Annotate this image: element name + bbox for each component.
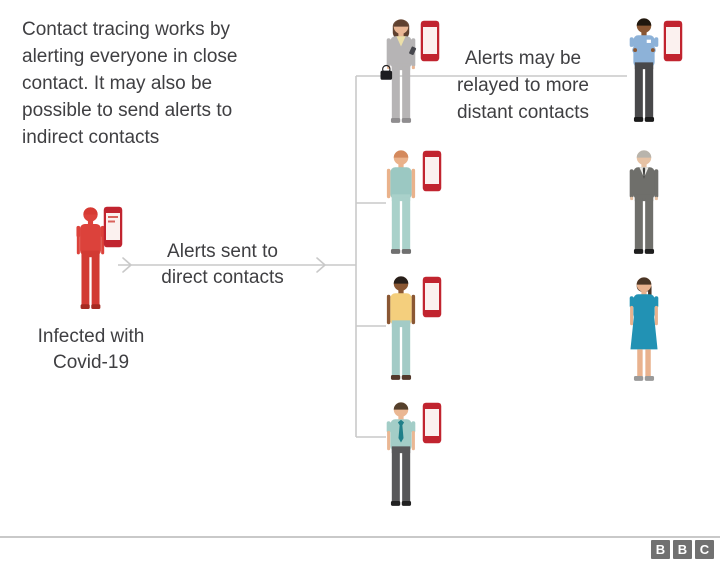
figure-direct-contact-tie-man <box>372 399 430 515</box>
figure-direct-contact-businesswoman <box>372 16 430 132</box>
figure-distant-contact-nurse <box>615 274 673 390</box>
figure-direct-contact-teal-top <box>372 147 430 263</box>
bbc-logo-letter: C <box>695 540 714 559</box>
bbc-logo-letter: B <box>673 540 692 559</box>
phone-icon <box>103 206 123 248</box>
phone-icon <box>422 276 442 318</box>
bbc-logo-letter: B <box>651 540 670 559</box>
figure-distant-contact-crossed-arms <box>615 15 673 131</box>
bbc-logo: B B C <box>651 540 714 559</box>
direct-contacts-label: Alerts sent to direct contacts <box>161 241 284 288</box>
distant-contacts-label: Alerts may be relayed to more distant co… <box>456 48 590 123</box>
figure-infected-person <box>62 204 119 318</box>
arrowhead-icon <box>316 257 326 273</box>
figure-distant-contact-grey-suit <box>615 147 673 263</box>
figure-direct-contact-yellow-top <box>372 273 430 389</box>
phone-icon <box>420 20 440 62</box>
phone-icon <box>422 150 442 192</box>
footer-divider <box>0 536 720 538</box>
phone-icon <box>422 402 442 444</box>
infected-label: Infected with Covid-19 <box>37 326 145 373</box>
intro-text: Contact tracing works by alerting everyo… <box>22 19 238 148</box>
arrowhead-icon <box>122 257 132 273</box>
phone-icon <box>663 20 683 62</box>
